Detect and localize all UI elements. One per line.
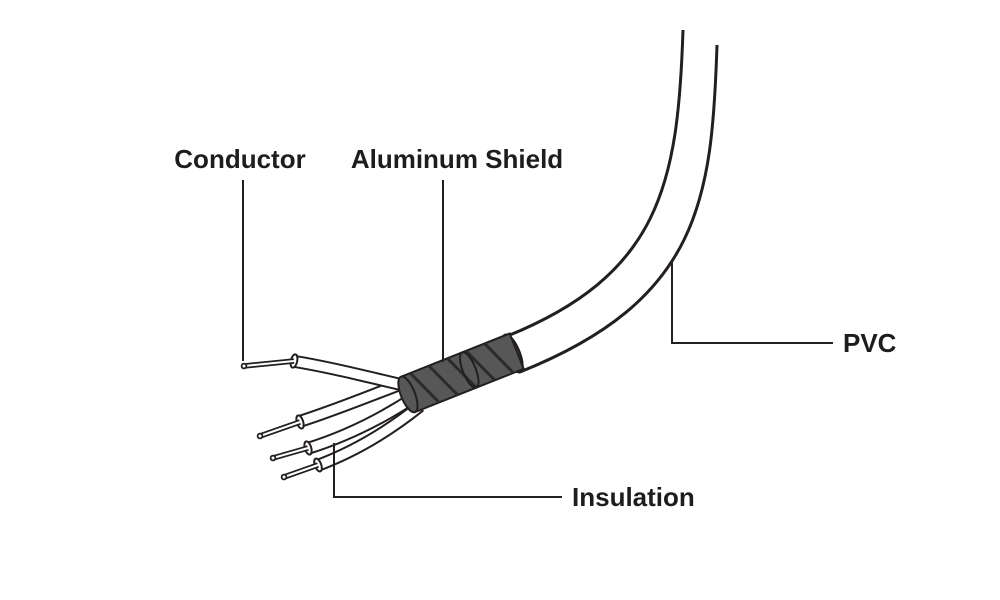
conductor-wire-core-1 xyxy=(243,360,295,367)
jacket-outer-edge xyxy=(519,44,719,374)
conductor-tip-3 xyxy=(269,454,277,462)
labels: Conductor Aluminum Shield PVC Insulation xyxy=(174,144,896,512)
leader-lines xyxy=(242,180,833,498)
jacket-inner-edge xyxy=(504,29,685,339)
cable-jacket xyxy=(501,29,719,374)
conductor-tip-1 xyxy=(240,362,248,370)
aluminum-shield-end-cap xyxy=(397,375,419,414)
bare-conductors xyxy=(240,358,319,481)
conductor-wire-core-2 xyxy=(259,421,301,437)
pvc-leader-line xyxy=(671,261,833,344)
aluminum-shield-label: Aluminum Shield xyxy=(351,144,563,174)
wire-insulation-core-4 xyxy=(314,402,423,471)
conductor-label: Conductor xyxy=(174,144,305,174)
aluminum-shield-wrap-rim xyxy=(458,351,480,389)
aluminum-shield xyxy=(397,332,525,414)
conductor-tip-2 xyxy=(256,432,264,440)
pvc-label: PVC xyxy=(843,328,897,358)
conductor-wire-core-4 xyxy=(283,464,319,478)
insulation-leader-line xyxy=(333,443,562,498)
conductor-wire-core-3 xyxy=(272,447,309,459)
conductor-tip-4 xyxy=(280,473,288,481)
aluminum-shield-hatch xyxy=(409,342,515,404)
insulation-label: Insulation xyxy=(572,482,695,512)
